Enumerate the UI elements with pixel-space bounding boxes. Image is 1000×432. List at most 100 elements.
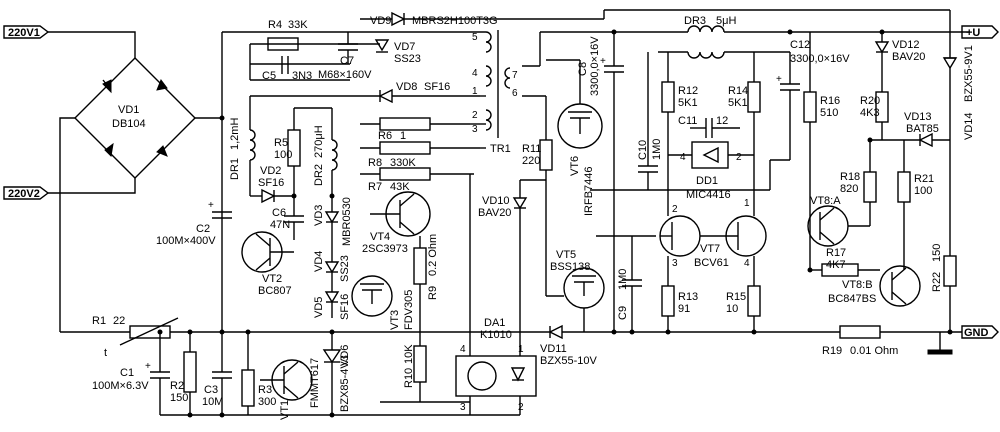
c7-ref: C7 [340, 55, 354, 67]
svg-text:+: + [776, 74, 782, 85]
capacitor-c6: C6 47N [270, 200, 304, 240]
vd14-value: BZX55-9V1 [963, 45, 975, 102]
r14-value: 5K1 [728, 97, 748, 109]
capacitor-c11: C11 12 [678, 115, 740, 138]
bridge-rectifier-vd1: VD1 DB104 [74, 57, 196, 179]
r3-ref: R3 [258, 384, 272, 396]
c10-ref: C10 [637, 140, 649, 160]
c1-ref: C1 [120, 367, 134, 379]
resistor-r6: R6 1 [360, 117, 470, 142]
inductor-dr3: DR3 5μH [604, 15, 970, 59]
vt4-value: 2SC3973 [362, 243, 408, 255]
vt7-pin3: 3 [672, 258, 678, 269]
ground-symbol [927, 332, 953, 355]
r19-value: 0.01 Ohm [850, 345, 898, 357]
vt7-ref: VT7 [700, 243, 720, 255]
dr2-value: 270μH [313, 125, 325, 158]
resistor-r20: R20 4K3 [860, 80, 889, 140]
vt7-pin4: 4 [744, 258, 750, 269]
terminal-plus-u-label: +U [966, 27, 980, 39]
r20-ref: R20 [860, 95, 880, 107]
diode-vd9: VD9 MBRS2H100T3G [370, 11, 498, 27]
r2-ref: R2 [170, 380, 184, 392]
c2-ref: C2 [196, 223, 210, 235]
vd2-value: SF16 [258, 177, 284, 189]
vt1-ref: VT1 [279, 400, 291, 420]
c3-value: 10M [202, 396, 223, 408]
da1-pin1: 1 [518, 344, 524, 355]
da1-ref: DA1 [484, 317, 505, 329]
vd7-value: SS23 [394, 53, 421, 65]
r1-value: 22 [113, 315, 125, 327]
r2-value: 150 [170, 392, 188, 404]
r19-ref: R19 [822, 345, 842, 357]
capacitor-c7: C7 M68×160V [318, 32, 372, 81]
c1-value: 100M×6.3V [92, 380, 149, 392]
diode-vd5: VD5 SF16 [313, 291, 351, 320]
resistor-r4: R4 33K [267, 19, 308, 51]
thermistor-r1: R1 22 t [92, 315, 179, 359]
vt6-ref: VT6 [569, 156, 581, 176]
r21-ref: R21 [914, 173, 934, 185]
svg-text:+: + [145, 361, 151, 372]
r1-t: t [104, 347, 107, 359]
da1-pin3: 3 [460, 402, 466, 413]
capacitor-c2: + C2 100M×400V [156, 200, 232, 247]
r7-ref: R7 [368, 181, 382, 193]
tr1-ref: TR1 [490, 143, 511, 155]
c12-ref: C12 [790, 39, 810, 51]
resistor-r10: R10 10K [380, 340, 470, 403]
r16-ref: R16 [820, 95, 840, 107]
vd4-ref: VD4 [313, 251, 325, 272]
vt7-pin2: 2 [672, 204, 678, 215]
diode-vd12: VD12 BAV20 [874, 32, 925, 80]
c11-ref: C11 [678, 115, 697, 127]
vt5-ref: VT5 [556, 249, 576, 261]
inductor-dr1: DR1 1,2mH [229, 96, 256, 196]
capacitor-c3: C3 10M [202, 332, 232, 415]
transformer-tr1: TR1 5 4 1 2 3 7 6 [472, 30, 518, 155]
tr1-pin3: 3 [472, 124, 478, 135]
diode-vd7: VD7 SS23 [374, 39, 421, 65]
resistor-r13: R13 91 [661, 256, 698, 332]
capacitor-c10: C10 1M0 [637, 52, 663, 190]
terminal-plus-u: +U [961, 25, 999, 39]
resistor-r3: R3 300 [241, 332, 276, 415]
terminal-gnd: GND [961, 325, 999, 339]
vd14-ref: VD14 [963, 112, 975, 140]
c8-value: 3300,0×16V [589, 36, 601, 96]
transistor-vt4: VT4 2SC3973 [362, 191, 431, 255]
terminal-220v2-label: 220V2 [8, 188, 40, 200]
resistor-r5: R5 100 [274, 108, 301, 200]
transistor-vt8b: VT8:B BC847BS [828, 265, 921, 307]
r14-ref: R14 [728, 85, 748, 97]
resistor-r15: R15 10 [726, 256, 761, 332]
capacitor-c9: C9 1M0 [617, 236, 642, 332]
vt6-value: IRFB7446 [583, 166, 595, 216]
capacitor-c12: + C12 3300,0×16V [776, 39, 850, 160]
junction-dots [157, 29, 953, 418]
mosfet-vt6: VT6 IRFB7446 [557, 103, 603, 216]
resistor-r22: R22 150 [931, 244, 957, 332]
c9-value: 1M0 [617, 269, 629, 290]
resistor-r16: R16 510 [803, 32, 840, 270]
c12-value: 3300,0×16V [790, 53, 850, 65]
vd13-ref: VD13 [904, 111, 932, 123]
zener-vd11: VD11 BZX55-10V [520, 324, 598, 367]
r9-value: 0.2 Ohm [427, 234, 439, 276]
driver-ic-dd1: 4 2 DD1 MIC4416 [680, 141, 742, 201]
r4-ref: R4 [268, 19, 282, 31]
diode-vd13: VD13 BAT85 [870, 111, 950, 148]
c5-ref: C5 [262, 70, 276, 82]
mosfet-vt5: VT5 BSS138 [550, 249, 605, 309]
vt2-ref: VT2 [262, 273, 282, 285]
transistor-vt7: VT7 BCV61 2 1 3 4 [659, 198, 767, 269]
dr1-value: 1,2mH [229, 118, 241, 150]
r22-value: 150 [931, 244, 943, 262]
da1-pin4: 4 [460, 344, 466, 355]
r11-value: 220 [522, 155, 540, 167]
mosfet-vt3: VT3 FDV305 [351, 275, 415, 330]
vd13-value: BAT85 [906, 123, 939, 135]
r12-value: 5K1 [678, 97, 698, 109]
